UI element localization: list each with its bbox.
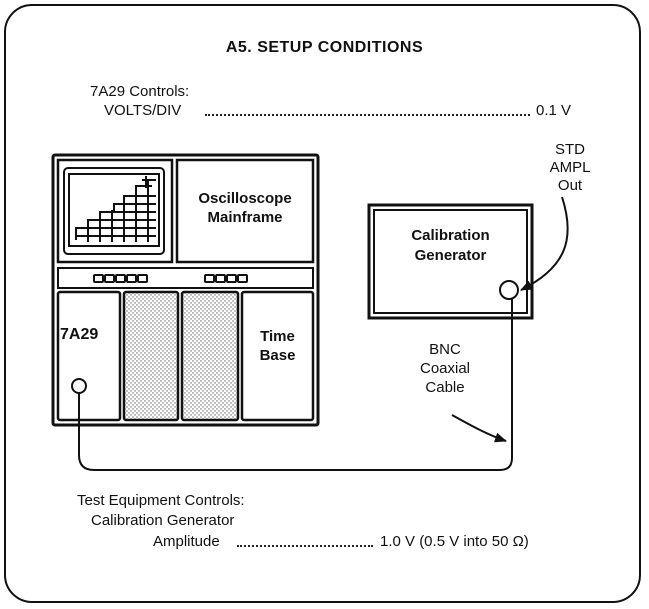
time-base-label-line1: Time [260, 328, 295, 345]
crt-screen [63, 167, 165, 255]
volts-div-label: VOLTS/DIV [104, 102, 182, 119]
time-base-label-line2: Base [259, 347, 296, 364]
std-ampl-out-line2: AMPL [549, 159, 591, 176]
std-ampl-arrow [520, 196, 569, 291]
amplitude-value: 1.0 V (0.5 V into 50 Ω) [380, 533, 529, 550]
plugin-7a29 [56, 290, 122, 422]
mainframe-buttons [93, 274, 248, 283]
amplitude-leader-dots [237, 545, 373, 547]
plugin-slot-empty-2 [180, 290, 240, 422]
mainframe-label-line1: Oscilloscope [198, 190, 292, 207]
calibration-generator-label-line2: Generator [414, 247, 487, 264]
cable-label-line3: Cable [425, 379, 465, 396]
std-ampl-out-connector [499, 280, 519, 300]
test-equipment-heading: Test Equipment Controls: [77, 492, 245, 509]
plugin-7a29-label: 7A29 [60, 326, 99, 343]
mainframe-label-line2: Mainframe [207, 209, 283, 226]
oscilloscope-mainframe [51, 153, 320, 427]
calibration-generator-label-line1: Calibration [411, 227, 490, 244]
plugin-slot-empty-1 [122, 290, 180, 422]
diagram-title: A5. SETUP CONDITIONS [225, 39, 424, 56]
std-ampl-out-line3: Out [557, 177, 583, 194]
volts-div-value: 0.1 V [536, 102, 572, 119]
test-equipment-device: Calibration Generator [91, 512, 235, 529]
bnc-coaxial-cable [78, 299, 513, 471]
7a29-input-connector [71, 378, 87, 394]
volts-div-leader-dots [205, 114, 530, 116]
calibration-generator [367, 203, 534, 320]
diagram-frame [4, 4, 641, 603]
cable-label-line1: BNC [429, 341, 461, 358]
cable-label-line2: Coaxial [419, 360, 471, 377]
std-ampl-out-line1: STD [555, 141, 585, 158]
controls-7a29-heading: 7A29 Controls: [90, 83, 190, 100]
cable-arrow [451, 414, 507, 443]
plugin-time-base [240, 290, 315, 422]
amplitude-label: Amplitude [153, 533, 220, 550]
